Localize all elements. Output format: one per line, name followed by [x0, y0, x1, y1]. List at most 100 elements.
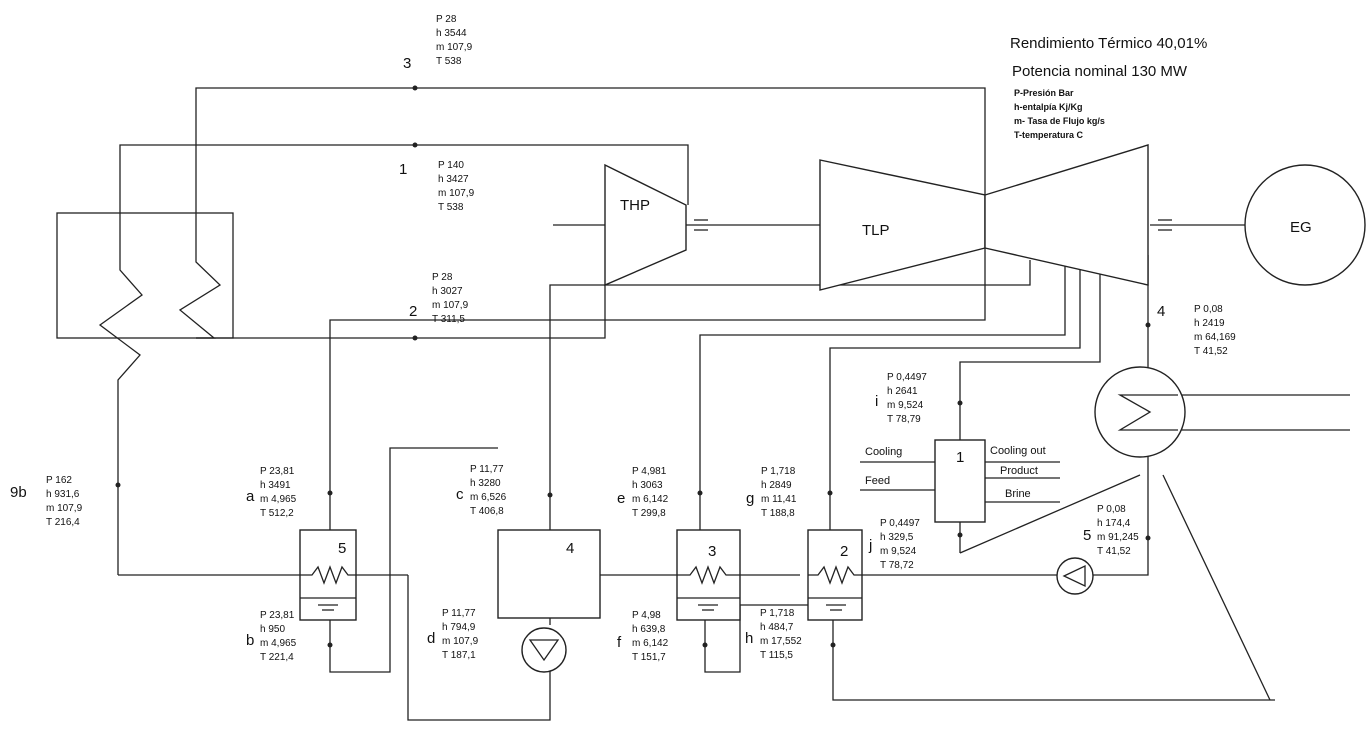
state-g-p: P 1,718: [761, 466, 796, 477]
state-5-p: P 0,08: [1097, 504, 1126, 515]
thp-turbine: [604, 163, 687, 287]
tlp-label: TLP: [862, 222, 890, 239]
product-label: Product: [1000, 465, 1038, 477]
condenser: [1094, 366, 1186, 458]
state-d-h: h 794,9: [442, 622, 476, 633]
state-5-h: h 174,4: [1097, 518, 1131, 529]
heater-4-deaerator: 4: [497, 529, 601, 625]
state-4-h: h 2419: [1194, 318, 1225, 329]
cooling-out-label: Cooling out: [990, 445, 1046, 457]
state-b-h: h 950: [260, 624, 285, 635]
state-g-letter: g: [746, 490, 754, 507]
state-1-p: P 140: [438, 160, 464, 171]
state-c-t: T 406,8: [470, 506, 504, 517]
state-e-t: T 299,8: [632, 508, 666, 519]
state-f-h: h 639,8: [632, 624, 666, 635]
state-d-letter: d: [427, 630, 435, 647]
electric-generator: [1244, 164, 1366, 286]
state-f-letter: f: [617, 634, 622, 651]
state-3-m: m 107,9: [436, 42, 473, 53]
state-a-t: T 512,2: [260, 508, 294, 519]
state-a-letter: a: [246, 488, 255, 505]
state-2-m: m 107,9: [432, 300, 469, 311]
condensate-pump: [1056, 557, 1094, 595]
state-4-m: m 64,169: [1194, 332, 1236, 343]
state-f: f P 4,98 h 639,8 m 6,142 T 151,7: [617, 610, 669, 663]
state-5-number: 5: [1083, 527, 1091, 544]
state-e-m: m 6,142: [632, 494, 669, 505]
state-c-h: h 3280: [470, 478, 501, 489]
state-5: 5 P 0,08 h 174,4 m 91,245 T 41,52: [1083, 504, 1139, 557]
state-4: 4 P 0,08 h 2419 m 64,169 T 41,52: [1157, 303, 1236, 357]
state-b-m: m 4,965: [260, 638, 297, 649]
state-1: 1 P 140 h 3427 m 107,9 T 538: [399, 160, 475, 213]
state-5-m: m 91,245: [1097, 532, 1139, 543]
state-4-t: T 41,52: [1194, 346, 1228, 357]
state-j-t: T 78,72: [880, 560, 914, 571]
state-j: j P 0,4497 h 329,5 m 9,524 T 78,72: [868, 518, 920, 571]
state-3-number: 3: [403, 55, 411, 72]
heater-4-label: 4: [566, 540, 574, 557]
state-i-m: m 9,524: [887, 400, 924, 411]
state-h-t: T 115,5: [760, 650, 793, 661]
state-9b-h: h 931,6: [46, 489, 80, 500]
state-2: 2 P 28 h 3027 m 107,9 T 311,5: [409, 272, 469, 325]
state-4-p: P 0,08: [1194, 304, 1223, 315]
legend-temperature: T-temperatura C: [1014, 130, 1084, 140]
state-d: d P 11,77 h 794,9 m 107,9 T 187,1: [427, 608, 479, 661]
state-9b: 9b P 162 h 931,6 m 107,9 T 216,4: [10, 475, 83, 528]
generator-label: EG: [1290, 219, 1312, 236]
state-h: h P 1,718 h 484,7 m 17,552 T 115,5: [745, 608, 802, 661]
lp-turbine-exhaust: [984, 144, 1149, 286]
state-2-t: T 311,5: [432, 314, 465, 325]
state-e: e P 4,981 h 3063 m 6,142 T 299,8: [617, 466, 669, 519]
state-g-h: h 2849: [761, 480, 792, 491]
state-e-letter: e: [617, 490, 625, 507]
state-g-t: T 188,8: [761, 508, 795, 519]
state-d-m: m 107,9: [442, 636, 479, 647]
desalination-unit: [934, 439, 986, 523]
state-c-p: P 11,77: [470, 464, 504, 475]
state-i-p: P 0,4497: [887, 372, 927, 383]
nominal-power-title: Potencia nominal 130 MW: [1012, 63, 1188, 80]
state-3-h: h 3544: [436, 28, 467, 39]
state-a-m: m 4,965: [260, 494, 297, 505]
state-b-t: T 221,4: [260, 652, 294, 663]
desalination-label: 1: [956, 449, 964, 466]
legend-enthalpy: h-entalpía Kj/Kg: [1014, 102, 1083, 112]
state-b-letter: b: [246, 632, 254, 649]
state-f-t: T 151,7: [632, 652, 666, 663]
state-3-p: P 28: [436, 14, 457, 25]
state-5-t: T 41,52: [1097, 546, 1131, 557]
state-c-m: m 6,526: [470, 492, 507, 503]
state-i-t: T 78,79: [887, 414, 921, 425]
legend: P-Presión Bar h-entalpía Kj/Kg m- Tasa d…: [1014, 88, 1105, 140]
state-i-letter: i: [875, 393, 878, 410]
heater-5-label: 5: [338, 540, 346, 557]
state-j-p: P 0,4497: [880, 518, 920, 529]
boiler: [56, 170, 234, 575]
legend-flow: m- Tasa de Flujo kg/s: [1014, 116, 1105, 126]
state-2-p: P 28: [432, 272, 453, 283]
state-h-h: h 484,7: [760, 622, 794, 633]
state-9b-t: T 216,4: [46, 517, 80, 528]
state-b: b P 23,81 h 950 m 4,965 T 221,4: [246, 610, 297, 663]
state-c-letter: c: [456, 486, 464, 503]
state-i-h: h 2641: [887, 386, 918, 397]
state-j-letter: j: [868, 537, 872, 554]
state-3: 3 P 28 h 3544 m 107,9 T 538: [403, 14, 473, 72]
state-i: i P 0,4497 h 2641 m 9,524 T 78,79: [875, 372, 927, 425]
state-a-p: P 23,81: [260, 466, 295, 477]
state-2-number: 2: [409, 303, 417, 320]
heater-2-label: 2: [840, 543, 848, 560]
state-1-h: h 3427: [438, 174, 469, 185]
state-4-number: 4: [1157, 303, 1165, 320]
heater-2: 2: [807, 529, 863, 621]
state-9b-number: 9b: [10, 484, 27, 501]
state-h-letter: h: [745, 630, 753, 647]
state-9b-m: m 107,9: [46, 503, 83, 514]
heater-3-label: 3: [708, 543, 716, 560]
brine-label: Brine: [1005, 488, 1031, 500]
feedwater-pump: [521, 627, 567, 673]
state-1-number: 1: [399, 161, 407, 178]
